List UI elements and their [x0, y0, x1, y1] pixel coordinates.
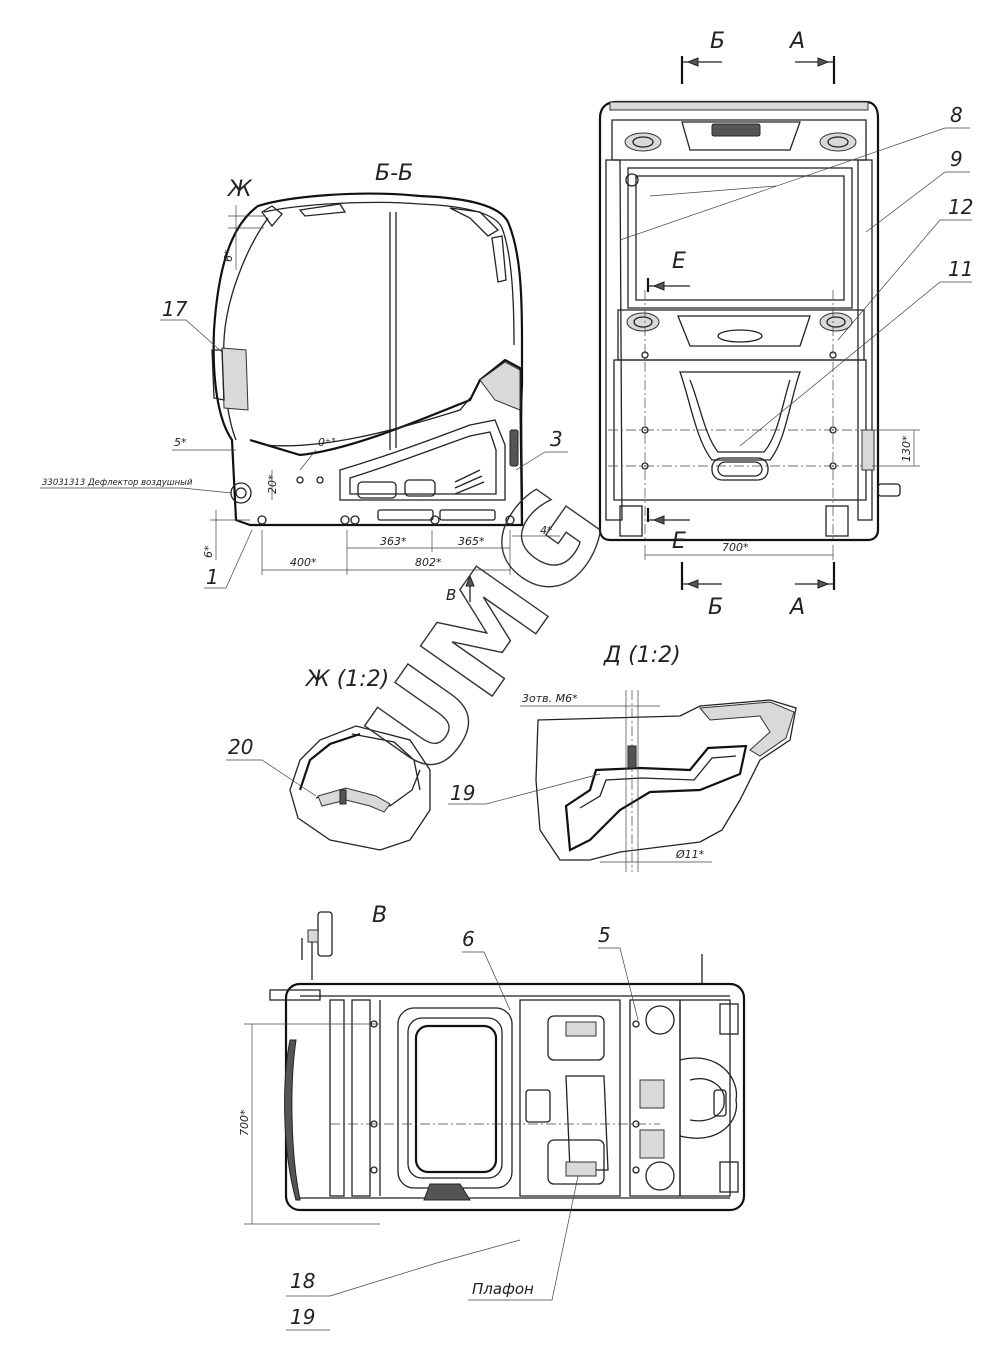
callout-19-detail: 19: [450, 781, 475, 805]
callout-1: 1: [206, 565, 219, 589]
callout-hole: 3отв. М6*: [522, 692, 578, 705]
section-a-bottom: А: [788, 595, 805, 620]
detail-d-title: Д (1:2): [603, 643, 681, 668]
view-v-arrow-label: В: [446, 586, 456, 604]
callout-19-bottom: 19: [290, 1305, 315, 1329]
section-bb-view: Б-Б Ж: [40, 161, 568, 604]
callout-deflector: 33031313 Дефлектор воздушный: [42, 478, 193, 488]
callout-11: 11: [948, 257, 973, 281]
section-bb-title: Б-Б: [375, 161, 413, 186]
detail-d-view: Д (1:2) 3отв. М6* Ø11* 19: [448, 643, 797, 872]
callout-3: 3: [550, 427, 563, 451]
dim-802: 802*: [415, 556, 442, 569]
dim-700-rear: 700*: [722, 541, 749, 554]
callout-5: 5: [598, 923, 611, 947]
dim-6-top: 6*: [222, 249, 235, 262]
callout-lamp: Плафон: [472, 1280, 534, 1298]
view-v: В: [238, 903, 746, 1331]
section-b-top: Б: [710, 29, 725, 54]
dim-130: 130*: [900, 435, 913, 462]
callout-9: 9: [950, 147, 963, 171]
dim-4: 4*: [540, 524, 553, 537]
callout-8: 8: [950, 103, 963, 127]
detail-zh-view: Ж (1:2) 20: [226, 667, 431, 851]
dim-6-bottom: 6*: [202, 545, 215, 558]
detail-zh-title: Ж (1:2): [304, 667, 389, 692]
callout-12: 12: [948, 195, 973, 219]
dim-700-top: 700*: [238, 1109, 251, 1136]
watermark: UMG: [340, 464, 635, 802]
callout-20: 20: [228, 735, 253, 759]
section-e-top: Е: [672, 249, 686, 274]
section-b-bottom: Б: [708, 595, 723, 620]
rear-view: Б А Б А: [598, 29, 973, 620]
dim-20: 20*: [266, 474, 279, 494]
callout-17: 17: [162, 297, 188, 321]
callout-6: 6: [462, 927, 475, 951]
dim-363: 363*: [380, 535, 407, 548]
dim-400: 400*: [290, 556, 317, 569]
detail-zh-mark: Ж: [226, 177, 253, 202]
dim-d11: Ø11*: [675, 848, 705, 861]
dim-5: 5*: [174, 436, 187, 449]
section-a-top: А: [788, 29, 805, 54]
dim-0-3: 0⁺³: [318, 436, 336, 449]
dim-365: 365*: [458, 535, 485, 548]
section-e-bottom: Е: [672, 529, 686, 554]
callout-18: 18: [290, 1269, 315, 1293]
view-v-title: В: [372, 903, 387, 928]
